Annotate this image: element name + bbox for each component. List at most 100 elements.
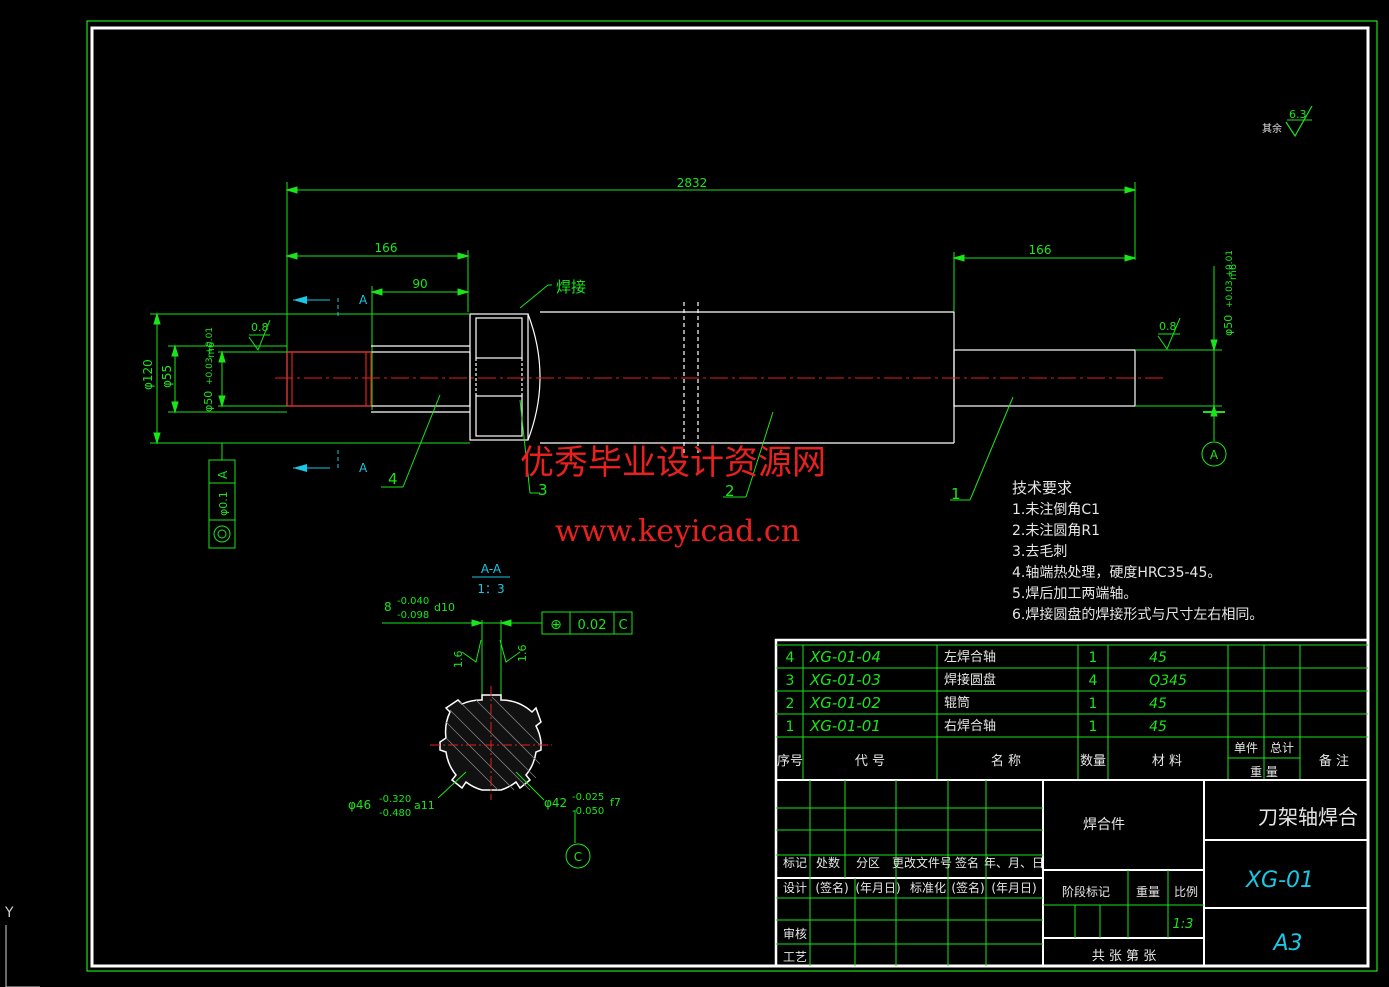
dim-dia50-left-fit: m6	[206, 342, 217, 358]
svg-text:序号: 序号	[777, 754, 803, 769]
svg-text:审核: 审核	[783, 926, 807, 941]
svg-text:-0.025: -0.025	[572, 792, 604, 803]
svg-text:φ0.1: φ0.1	[217, 491, 230, 516]
roughness-value: 6.3	[1289, 108, 1307, 121]
svg-text:右焊合轴: 右焊合轴	[944, 718, 996, 734]
dim-overall-text: 2832	[677, 176, 708, 190]
svg-text:共 张 第 张: 共 张 第 张	[1092, 949, 1156, 964]
svg-text:45: 45	[1149, 650, 1167, 666]
svg-text:C: C	[574, 850, 582, 864]
svg-text:0.8: 0.8	[251, 321, 269, 334]
svg-text:0.8: 0.8	[1159, 320, 1177, 333]
ucs-icon: Y	[4, 905, 40, 987]
dim-right-len-text: 166	[1029, 243, 1052, 257]
svg-text:C: C	[618, 618, 627, 633]
runout-tolerance-frame: A φ0.1	[208, 443, 236, 549]
dim-keyway-len-text: 90	[412, 277, 427, 291]
dim-dia120: φ120	[141, 359, 155, 390]
balloon-2: 2	[725, 482, 735, 500]
balloon-1: 1	[951, 485, 961, 503]
svg-text:(年月日): (年月日)	[855, 881, 900, 895]
svg-text:1.未注倒角C1: 1.未注倒角C1	[1012, 502, 1100, 518]
drawing-number: XG-01	[1245, 868, 1314, 893]
datum-a: A	[1201, 411, 1227, 467]
svg-text:辊筒: 辊筒	[944, 695, 970, 711]
svg-text:更改文件号: 更改文件号	[892, 855, 952, 870]
weld-annotation: 焊接	[519, 278, 586, 309]
dim-dia50-left-tol: +0.03 +0.01	[205, 327, 215, 385]
svg-text:分区: 分区	[856, 856, 880, 870]
svg-text:左焊合轴: 左焊合轴	[944, 649, 996, 665]
svg-text:(年月日): (年月日)	[991, 881, 1036, 895]
svg-text:焊接圆盘: 焊接圆盘	[944, 672, 996, 688]
part-balloons	[381, 394, 1014, 501]
svg-text:标准化: 标准化	[910, 881, 946, 895]
svg-text:XG-01-04: XG-01-04	[809, 648, 881, 666]
dim-left-len-text: 166	[375, 241, 398, 255]
svg-text:焊接: 焊接	[556, 278, 586, 296]
svg-text:1: 1	[1089, 719, 1098, 735]
svg-text:2.未注圆角R1: 2.未注圆角R1	[1012, 523, 1100, 539]
part-type: 焊合件	[1083, 817, 1125, 833]
svg-text:设计: 设计	[783, 881, 807, 895]
svg-text:-0.050: -0.050	[572, 806, 604, 817]
svg-text:4.轴端热处理，硬度HRC35-45。: 4.轴端热处理，硬度HRC35-45。	[1012, 565, 1221, 581]
roller-tube	[540, 302, 955, 455]
svg-text:f7: f7	[610, 796, 621, 809]
svg-text:Q345: Q345	[1149, 673, 1187, 689]
svg-text:3: 3	[786, 673, 795, 689]
svg-text:A: A	[359, 461, 368, 475]
main-view: 2832 166 166 90	[141, 176, 1239, 549]
svg-text:签名: 签名	[955, 855, 979, 870]
watermark-title: 优秀毕业设计资源网	[520, 443, 826, 483]
roughness-label: 其余	[1262, 122, 1282, 135]
svg-text:-0.320: -0.320	[379, 794, 411, 805]
svg-text:代 号: 代 号	[855, 754, 885, 769]
svg-text:工艺: 工艺	[783, 950, 807, 964]
roughness-right: 0.8	[1157, 317, 1181, 351]
svg-text:A: A	[359, 293, 368, 307]
svg-text:备 注: 备 注	[1319, 753, 1349, 769]
svg-text:1:3: 1:3	[1173, 917, 1194, 932]
svg-text:45: 45	[1149, 719, 1167, 735]
svg-text:4: 4	[1089, 673, 1098, 689]
svg-text:0.02: 0.02	[578, 618, 607, 633]
svg-text:1: 1	[1089, 696, 1098, 712]
svg-text:1.6: 1.6	[452, 651, 465, 669]
svg-text:A: A	[1210, 448, 1219, 462]
dim-keyway-len	[370, 286, 470, 410]
svg-text:比例: 比例	[1174, 885, 1198, 899]
sheet-size: A3	[1271, 931, 1302, 956]
svg-text:XG-01-03: XG-01-03	[809, 671, 881, 689]
svg-text:1: 1	[1089, 650, 1098, 666]
drawing-title: 刀架轴焊合	[1258, 805, 1358, 829]
svg-text:8: 8	[384, 600, 392, 614]
dim-dia50-left: φ50	[202, 391, 215, 412]
svg-text:4: 4	[786, 650, 795, 666]
svg-text:φ46: φ46	[348, 798, 371, 812]
section-cut-markers: A A	[293, 293, 368, 475]
dim-right-len	[952, 252, 1137, 312]
svg-text:φ42: φ42	[544, 796, 567, 810]
svg-text:标记: 标记	[783, 856, 807, 870]
svg-text:Y: Y	[4, 905, 14, 921]
dim-overall	[285, 182, 1137, 355]
dim-dia50-right: φ50	[1222, 315, 1235, 336]
svg-text:年、月、日: 年、月、日	[984, 856, 1044, 870]
svg-text:⊕: ⊕	[550, 617, 562, 633]
svg-text:5.焊后加工两端轴。: 5.焊后加工两端轴。	[1012, 586, 1137, 602]
dim-dia50-right-tol: +0.03 +0.01	[1225, 250, 1235, 308]
svg-text:A: A	[216, 470, 230, 479]
svg-text:重 量: 重 量	[1250, 765, 1278, 779]
svg-text:-0.480: -0.480	[379, 808, 411, 819]
svg-text:-0.040: -0.040	[397, 596, 429, 607]
dim-left-diameters	[150, 312, 470, 445]
svg-text:-0.098: -0.098	[397, 610, 429, 621]
svg-text:总计: 总计	[1270, 741, 1294, 755]
balloon-3: 3	[538, 481, 548, 499]
section-view-aa: A-A 1：3 8 -0.040 -0.098 d10 ⊕ 0.02 C 1.6	[348, 562, 633, 869]
drawing-frame	[86, 20, 1378, 972]
watermark-url: www.keyicad.cn	[555, 514, 800, 549]
